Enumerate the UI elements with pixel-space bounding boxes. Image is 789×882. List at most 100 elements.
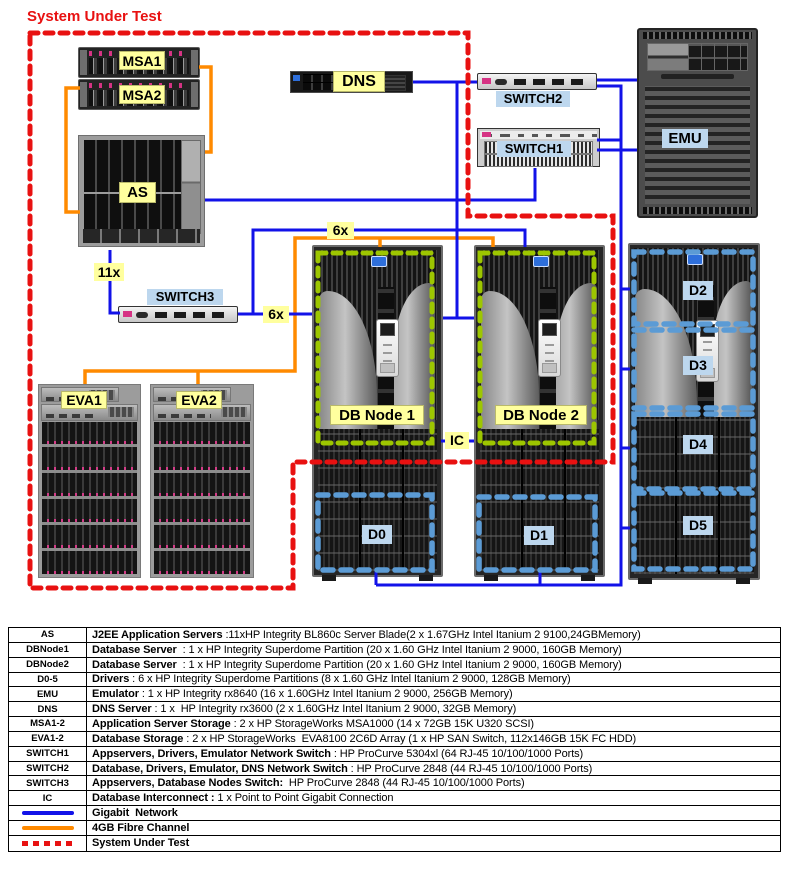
eva2-storage-rack [150, 384, 254, 578]
switch3-label: SWITCH3 [147, 289, 223, 305]
table-row: SWITCH1 Appservers, Drivers, Emulator Net… [9, 746, 780, 762]
row-desc: : HP ProCurve 2848 (44 RJ-45 10/100/1000… [347, 762, 593, 775]
d4-label: D4 [683, 435, 713, 454]
vent-ticks [643, 32, 752, 39]
legend-row-gigabit: Gigabit Network [9, 806, 780, 821]
row-desc: 1 x Point to Point Gigabit Connection [214, 792, 394, 805]
table-row: EVA1-2 Database Storage : 2 x HP StorageW… [9, 731, 780, 747]
msa2-label: MSA2 [119, 85, 165, 104]
cell-drawers [318, 429, 437, 571]
switch-faceplate [480, 131, 597, 139]
row-desc: : 2 x HP StorageWorks EVA8100 2C6D Array… [183, 732, 637, 745]
row-term: J2EE Application Servers [92, 628, 223, 641]
row-key: AS [9, 628, 87, 642]
emu-tower-server [637, 28, 758, 218]
row-term: Emulator [92, 688, 139, 701]
status-display [495, 79, 507, 85]
row-desc: : HP ProCurve 5304xl (64 RJ-45 10/100/10… [330, 747, 584, 760]
panel-buttons [545, 340, 554, 362]
row-desc: : 6 x HP Integrity Superdome Partitions … [129, 673, 571, 686]
switch2-label: SWITCH2 [496, 91, 570, 107]
row-desc: HP ProCurve 2848 (44 RJ-45 10/100/1000 P… [283, 777, 525, 790]
row-key: SWITCH1 [9, 746, 87, 761]
dbnode1-label: DB Node 1 [330, 405, 424, 425]
hp-logo-icon [370, 256, 387, 267]
row-key: D0-5 [9, 672, 87, 687]
row-key: DBNode2 [9, 657, 87, 672]
panel-screen [542, 323, 557, 336]
row-key: IC [9, 791, 87, 806]
row-term: Database Server [92, 658, 177, 671]
link-count-6x-upper: 6x [327, 222, 354, 239]
row-key: SWITCH2 [9, 761, 87, 776]
rack-ear [191, 82, 198, 107]
row-key: SWITCH3 [9, 776, 87, 791]
rack-ear [80, 82, 87, 107]
status-display [136, 312, 148, 318]
eva1-storage-rack [38, 384, 141, 578]
handle-bar [661, 74, 734, 79]
row-key: EMU [9, 687, 87, 702]
table-row: DBNode2 Database Server : 1 x HP Integrit… [9, 657, 780, 673]
as-label: AS [119, 182, 156, 203]
controller-block [221, 407, 247, 417]
panel-screen [700, 324, 715, 337]
brand-chip [123, 311, 132, 317]
link-count-6x-lower: 6x [263, 306, 289, 323]
eva2-label: EVA2 [176, 391, 222, 409]
row-term: Database Storage [92, 732, 184, 745]
panel-screen [380, 323, 395, 336]
row-desc: : 1 x HP Integrity rx3600 (2 x 1.60GHz I… [151, 703, 517, 716]
hp-logo-icon [293, 75, 300, 81]
row-desc: : 1 x HP Integrity Superdome Partition (… [176, 658, 622, 671]
chassis-side-panel [181, 140, 201, 234]
dns-label: DNS [333, 71, 385, 92]
controller-block [108, 407, 134, 417]
controller-ports [46, 414, 99, 418]
row-desc: : 2 x HP StorageWorks MSA1000 (14 x 72GB… [230, 717, 535, 730]
row-term: Appservers, Drivers, Emulator Network Sw… [92, 747, 331, 760]
media-panel [647, 43, 689, 71]
d5-label: D5 [683, 516, 713, 535]
drive-bays [303, 74, 333, 90]
d1-label: D1 [524, 526, 554, 545]
link-count-11x: 11x [94, 263, 124, 281]
row-term: Database Interconnect : [92, 792, 215, 805]
row-term: Application Server Storage [92, 717, 231, 730]
rack-foot [419, 575, 433, 581]
row-key: EVA1-2 [9, 731, 87, 746]
configuration-table: AS J2EE Application Servers :11xHP Integr… [8, 627, 781, 852]
emu-label: EMU [662, 129, 708, 148]
brand-chip [482, 78, 491, 84]
row-term: Database, Drivers, Emulator, DNS Network… [92, 762, 348, 775]
d3-label: D3 [683, 356, 713, 375]
drive-bays [688, 43, 748, 71]
controller-ports [158, 414, 211, 418]
switch2-device [477, 73, 597, 90]
hp-logo-icon [687, 254, 703, 265]
row-term: Drivers [92, 673, 130, 686]
rack-ear [191, 50, 198, 75]
legend-row-sut: System Under Test [9, 835, 780, 851]
control-panel [538, 319, 561, 377]
rack-foot [581, 575, 595, 581]
panel-buttons [383, 340, 392, 362]
brand-chip [482, 132, 491, 137]
gigabit-line-swatch [21, 811, 74, 816]
sut-line-swatch [21, 840, 74, 846]
rack-foot [638, 578, 652, 584]
row-key: DBNode1 [9, 642, 87, 657]
control-panel [376, 319, 399, 377]
row-desc: :11xHP Integrity BL860c Server Blade(2 x… [222, 628, 641, 641]
switch-ports [514, 79, 588, 85]
rack-foot [322, 575, 336, 581]
row-key: MSA1-2 [9, 717, 87, 731]
d2-label: D2 [683, 281, 713, 300]
diagram-title: System Under Test [27, 8, 162, 25]
table-row: D0-5 Drivers : 6 x HP Integrity Superdome… [9, 672, 780, 688]
